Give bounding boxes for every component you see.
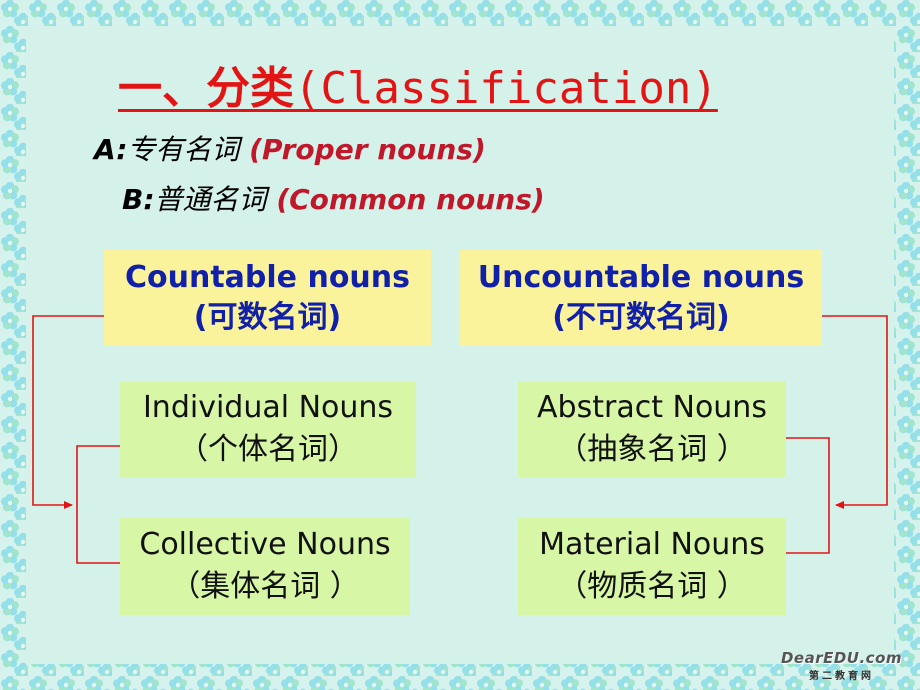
line-a-english: (Proper nouns)	[249, 133, 486, 166]
title-chinese: 一、分类	[118, 63, 294, 114]
title-english: (Classification)	[294, 63, 718, 114]
uncountable-english: Uncountable nouns	[477, 260, 805, 295]
material-nouns-box: Material Nouns （物质名词 ）	[518, 518, 786, 615]
uncountable-chinese: (不可数名词)	[552, 300, 730, 335]
collective-english: Collective Nouns	[139, 527, 391, 562]
logo-text: DearEDU.com	[780, 649, 902, 667]
dearedu-logo: DearEDU.com 第二教育网	[781, 649, 902, 682]
individual-english: Individual Nouns	[142, 390, 394, 425]
countable-english: Countable nouns	[124, 260, 410, 295]
individual-nouns-box: Individual Nouns （个体名词）	[120, 381, 416, 477]
abstract-nouns-box: Abstract Nouns （抽象名词 ）	[518, 381, 786, 477]
uncountable-to-material-connector	[822, 315, 888, 509]
collective-nouns-box: Collective Nouns （集体名词 ）	[120, 518, 410, 615]
line-b-english: (Common nouns)	[276, 183, 545, 216]
uncountable-nouns-box: Uncountable nouns (不可数名词)	[460, 250, 822, 346]
line-a-label: A:	[94, 133, 128, 166]
slide-title: 一、分类(Classification)	[118, 52, 718, 116]
individual-to-collective-connector	[76, 445, 120, 564]
line-b-chinese: 普通名词	[154, 183, 267, 216]
countable-chinese: (可数名词)	[193, 300, 342, 335]
countable-nouns-box: Countable nouns (可数名词)	[104, 250, 431, 346]
material-english: Material Nouns	[539, 527, 765, 562]
line-b-label: B:	[122, 183, 155, 216]
abstract-chinese: （抽象名词 ）	[557, 432, 747, 467]
line-a-chinese: 专有名词	[127, 133, 240, 166]
abstract-to-material-connector	[786, 437, 830, 554]
abstract-english: Abstract Nouns	[537, 390, 767, 425]
proper-nouns-line: A:专有名词 (Proper nouns)	[94, 128, 486, 168]
common-nouns-line: B:普通名词 (Common nouns)	[122, 178, 545, 218]
collective-chinese: （集体名词 ）	[170, 569, 360, 604]
material-chinese: （物质名词 ）	[557, 569, 747, 604]
individual-chinese: （个体名词）	[178, 432, 358, 467]
logo-subtext: 第二教育网	[808, 671, 874, 682]
countable-to-collective-connector	[32, 315, 104, 509]
